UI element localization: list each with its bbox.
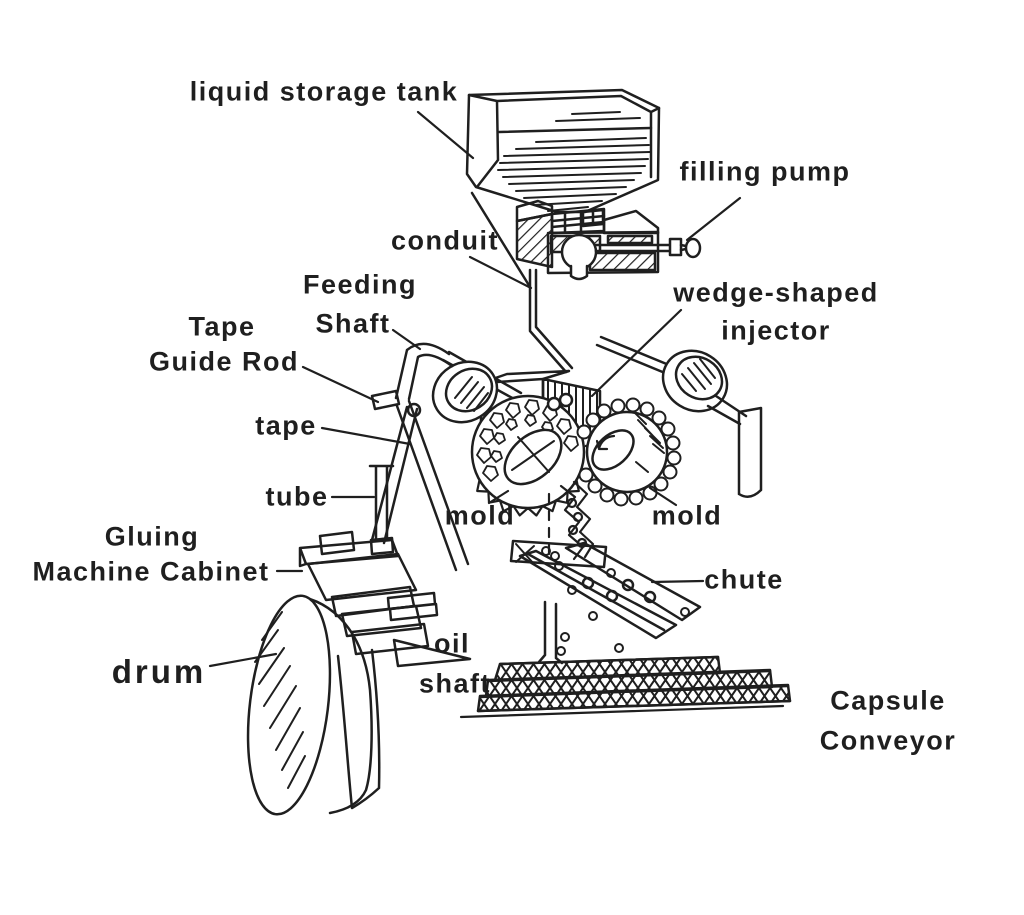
label-feeding-shaft-line2: Shaft [315, 308, 391, 339]
leader-lines [208, 110, 742, 668]
mold-wheel-left [470, 392, 586, 517]
label-oil-shaft-line1: oil [434, 628, 470, 659]
label-capsule-conveyor-line2: Conveyor [819, 725, 957, 756]
label-wedge-shaped-injector-line1: wedge-shaped [673, 277, 879, 308]
drum-drawing [246, 594, 373, 816]
label-feeding-shaft-line1: Feeding [302, 269, 418, 300]
label-mold-left: mold [444, 500, 516, 531]
label-tape-guide-rod-line1: Tape [188, 311, 256, 342]
conduit-drawing [528, 268, 574, 374]
label-capsule-conveyor-line1: Capsule [830, 685, 946, 716]
label-tape-guide-rod-line2: Guide Rod [149, 346, 299, 377]
label-mold-right: mold [651, 500, 723, 531]
label-filling-pump: filling pump [679, 156, 851, 187]
label-oil-shaft-line2: shaft [418, 668, 492, 699]
mold-wheel-right [576, 397, 682, 507]
label-drum: drum [111, 653, 207, 690]
feeding-shaft-roller-right [661, 349, 763, 498]
label-gluing-machine-cabinet-line1: Gluing [104, 521, 200, 552]
label-liquid-storage-tank: liquid storage tank [189, 76, 459, 107]
label-tube: tube [265, 481, 329, 512]
label-tape: tape [255, 410, 317, 441]
feeding-shaft-roller-left [370, 342, 499, 572]
label-chute: chute [704, 564, 784, 595]
label-wedge-shaped-injector-line2: injector [721, 315, 831, 346]
tube-drawing [368, 464, 395, 556]
label-gluing-machine-cabinet-line2: Machine Cabinet [32, 556, 270, 587]
chute-drawing [509, 539, 702, 665]
filling-pump-drawing [515, 199, 702, 281]
capsule-conveyor-drawing [459, 655, 792, 719]
label-conduit: conduit [391, 225, 499, 256]
gluing-machine-cabinet-drawing [298, 530, 472, 810]
